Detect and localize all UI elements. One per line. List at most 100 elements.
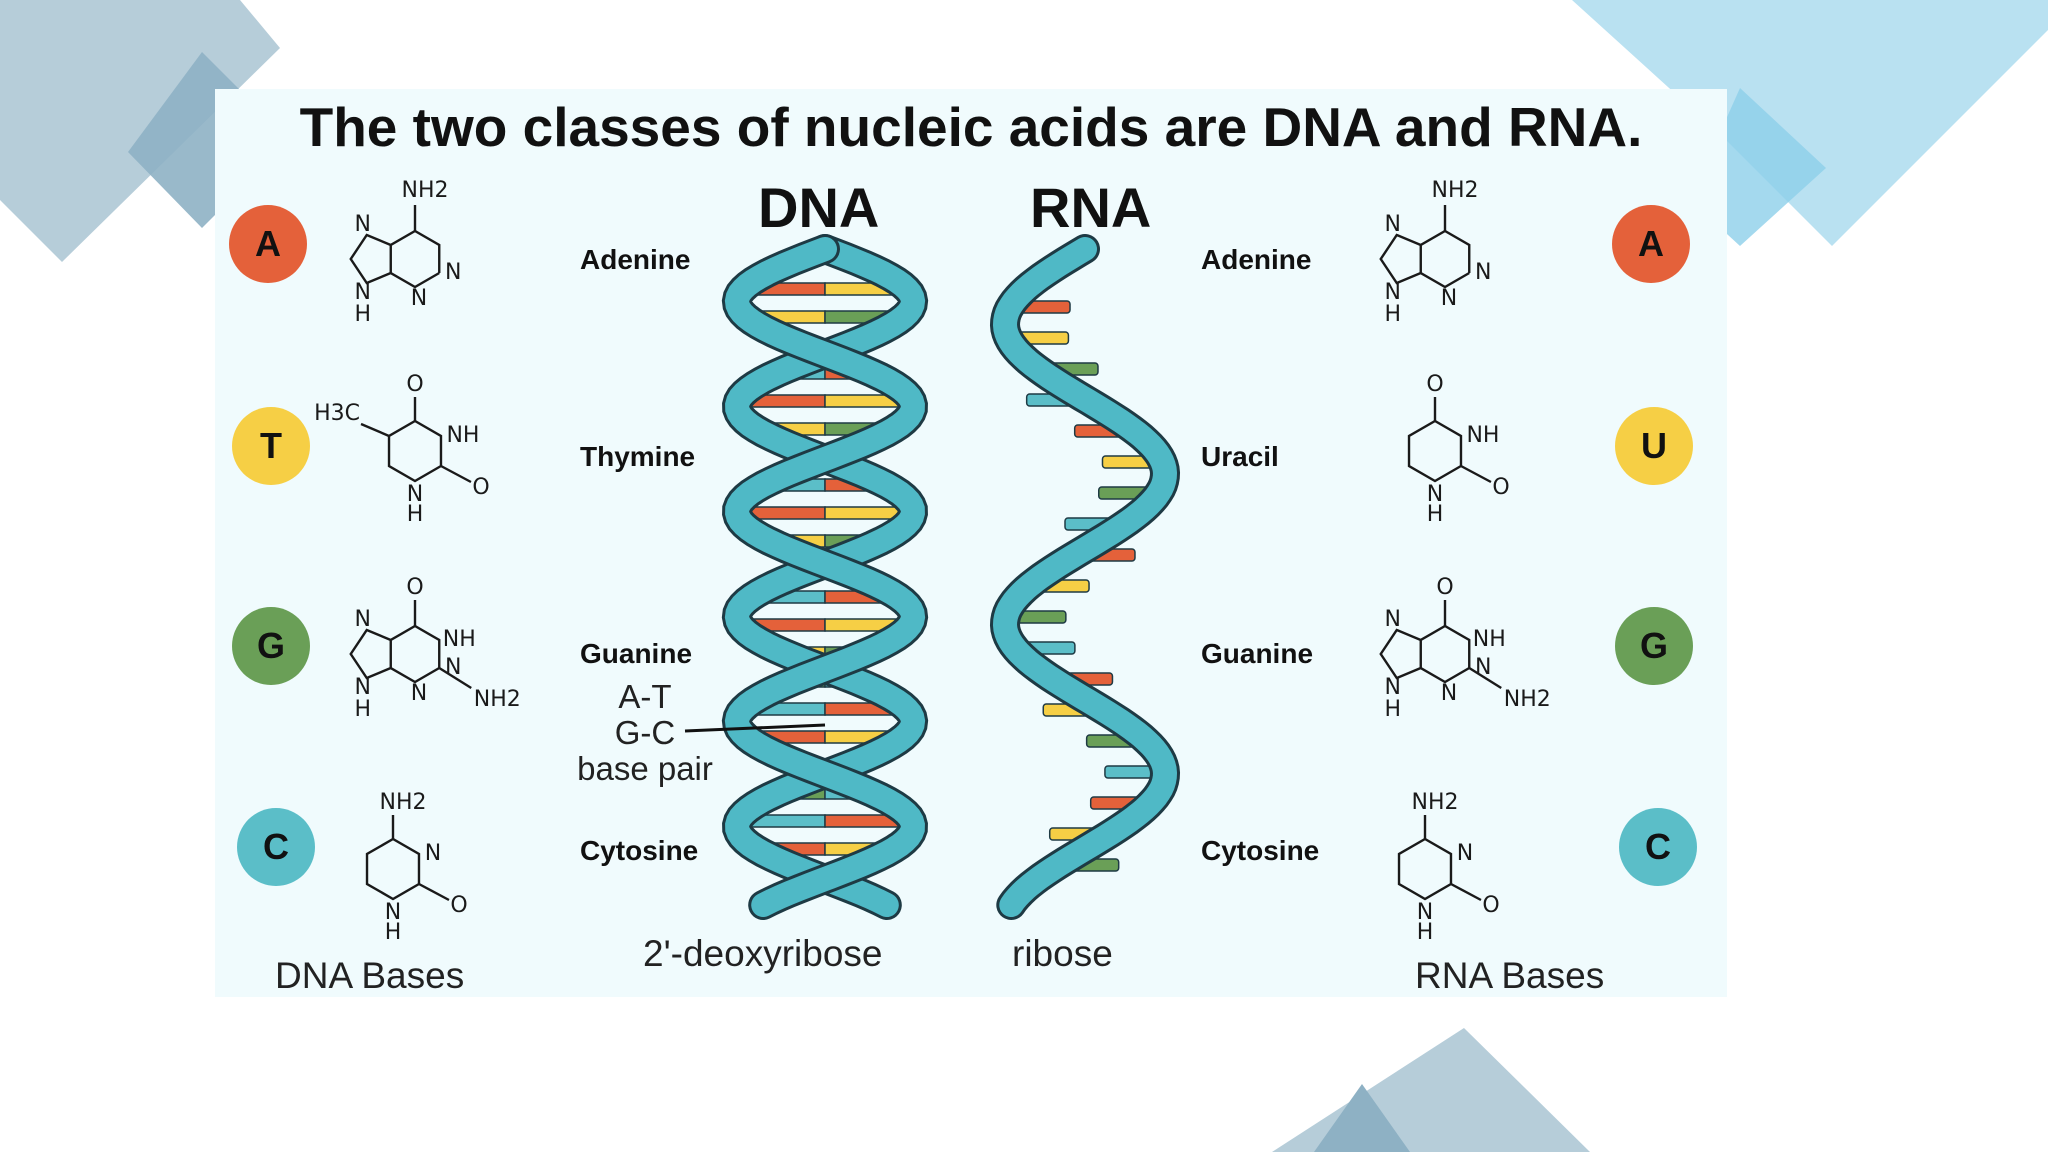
base-pair-note-line: base pair bbox=[577, 750, 713, 787]
atom-label: N bbox=[1385, 607, 1401, 632]
rna-base-letter: A bbox=[1638, 223, 1664, 264]
atom-label: H bbox=[1427, 502, 1444, 527]
structure-bond bbox=[1468, 666, 1502, 690]
atom-label: NH2 bbox=[1412, 790, 1459, 815]
base-structures: NNHNNNH2NHONHOH3CNNHNNONHNH2NHONNH2NNHNN… bbox=[314, 178, 1551, 945]
atom-label: N bbox=[1475, 260, 1491, 285]
atom-label: H3C bbox=[314, 401, 360, 426]
structure-bond bbox=[1379, 233, 1422, 285]
rna-base-letter: C bbox=[1645, 826, 1671, 867]
atom-label: O bbox=[472, 475, 489, 500]
dna-backbone-strand bbox=[724, 237, 926, 917]
atom-label: H bbox=[1384, 302, 1401, 327]
atom-label: NH2 bbox=[380, 790, 427, 815]
base-pair-note: A-T G-C base pair bbox=[555, 679, 735, 787]
dna-base-letter: A bbox=[255, 223, 281, 264]
dna-base-badge-g: G bbox=[232, 607, 310, 685]
atom-label: O bbox=[406, 575, 423, 600]
rna-heading: RNA bbox=[1030, 176, 1152, 239]
atom-label: O bbox=[1492, 475, 1509, 500]
structure-bond bbox=[387, 419, 443, 483]
atom-label: NH2 bbox=[402, 178, 449, 203]
dna-base-letter: G bbox=[256, 625, 285, 666]
atom-label: NH2 bbox=[1504, 687, 1551, 712]
page-title: The two classes of nucleic acids are DNA… bbox=[299, 96, 1643, 158]
structure-bond bbox=[389, 624, 441, 684]
atom-label: N bbox=[355, 607, 371, 632]
rna-base-badge-g: G bbox=[1615, 607, 1693, 685]
rna-base-name-guanine: Guanine bbox=[1201, 638, 1314, 669]
diamond-bottom-shape bbox=[1272, 1028, 1590, 1152]
rna-backbone-strand bbox=[992, 237, 1178, 917]
dna-base-badge-a: A bbox=[229, 205, 307, 283]
structure-bond bbox=[1419, 624, 1471, 684]
structure-bond bbox=[349, 233, 392, 285]
diamond-bottom-small-shape bbox=[1314, 1084, 1410, 1152]
atom-label: H bbox=[1417, 920, 1434, 945]
structure-bond bbox=[418, 882, 450, 902]
structure-bond bbox=[1419, 229, 1471, 289]
atom-label: NH bbox=[1466, 423, 1499, 448]
atom-label: N bbox=[355, 212, 371, 237]
dna-base-badge-t: T bbox=[232, 407, 310, 485]
atom-label: H bbox=[1384, 697, 1401, 722]
atom-label: H bbox=[354, 697, 371, 722]
structure-bond bbox=[389, 229, 441, 289]
atom-label: NH bbox=[1473, 627, 1506, 652]
atom-label: NH2 bbox=[474, 687, 521, 712]
structure-bond bbox=[360, 422, 390, 438]
dna-base-name-cytosine: Cytosine bbox=[580, 835, 699, 866]
structure-bond bbox=[349, 628, 392, 680]
atom-label: N bbox=[1385, 280, 1401, 305]
atom-label: N bbox=[445, 260, 461, 285]
atom-label: O bbox=[406, 372, 423, 397]
dna-base-letter: T bbox=[260, 425, 282, 466]
atom-label: N bbox=[1441, 286, 1457, 311]
atom-label: N bbox=[425, 841, 441, 866]
atom-label: N bbox=[1427, 482, 1443, 507]
diagram-drawing: NNHNNNH2NHONHOH3CNNHNNONHNH2NHONNH2NNHNN… bbox=[314, 178, 1551, 945]
structure-bond bbox=[365, 837, 421, 901]
rna-base-badge-u: U bbox=[1615, 407, 1693, 485]
rna-base-badge-c: C bbox=[1619, 808, 1697, 886]
atom-label: N bbox=[411, 681, 427, 706]
atom-label: O bbox=[1426, 372, 1443, 397]
atom-label: H bbox=[354, 302, 371, 327]
dna-base-name-guanine: Guanine bbox=[580, 638, 693, 669]
atom-label: O bbox=[1482, 893, 1499, 918]
structure-bond bbox=[1397, 837, 1453, 901]
atom-label: N bbox=[407, 482, 423, 507]
base-pair-note-line: G-C bbox=[614, 714, 676, 751]
rna-base-name-adenine: Adenine bbox=[1201, 244, 1312, 275]
base-pair-note-line: A-T bbox=[618, 678, 672, 715]
atom-label: N bbox=[355, 675, 371, 700]
structure-bond bbox=[1460, 464, 1492, 484]
rna-sugar-caption: ribose bbox=[1012, 933, 1113, 974]
dna-base-badge-c: C bbox=[237, 808, 315, 886]
structure-bond bbox=[1450, 882, 1482, 902]
atom-label: N bbox=[1417, 900, 1433, 925]
rna-base-name-cytosine: Cytosine bbox=[1201, 835, 1320, 866]
atom-label: NH bbox=[446, 423, 479, 448]
dna-double-helix bbox=[721, 234, 929, 920]
atom-label: N bbox=[1441, 681, 1457, 706]
rna-base-badge-a: A bbox=[1612, 205, 1690, 283]
diamond-top-left-small-shape bbox=[128, 52, 290, 228]
base-pair-pointer-line bbox=[684, 723, 826, 733]
atom-label: N bbox=[385, 900, 401, 925]
structure-bond bbox=[440, 464, 472, 484]
atom-label: N bbox=[1385, 675, 1401, 700]
atom-label: N bbox=[411, 286, 427, 311]
dna-base-name-adenine: Adenine bbox=[580, 244, 691, 275]
structure-bond bbox=[438, 666, 472, 690]
atom-label: O bbox=[450, 893, 467, 918]
atom-label: NH2 bbox=[1432, 178, 1479, 203]
dna-sugar-caption: 2'-deoxyribose bbox=[643, 933, 883, 974]
atom-label: NH bbox=[443, 627, 476, 652]
rna-base-letter: U bbox=[1641, 425, 1667, 466]
rna-bases-caption: RNA Bases bbox=[1415, 955, 1605, 996]
atom-label: N bbox=[1385, 212, 1401, 237]
structure-bond bbox=[1407, 419, 1463, 483]
